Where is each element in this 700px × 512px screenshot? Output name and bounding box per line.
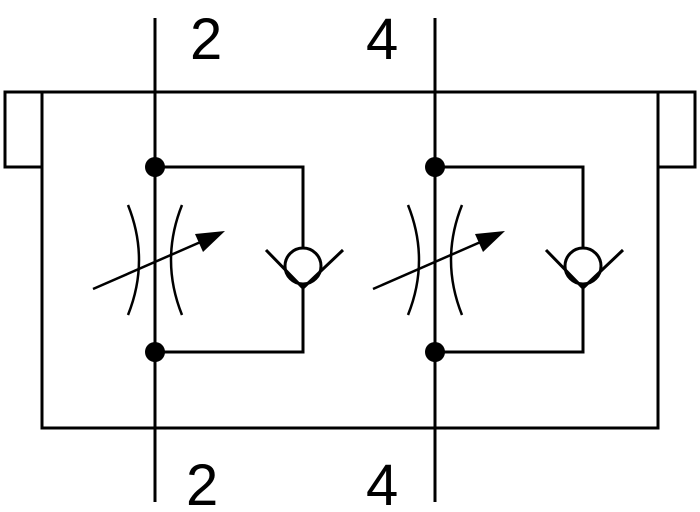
valve-body — [40, 90, 660, 430]
left-mounting-tab — [3, 90, 44, 169]
port-label-bottom-left: 2 — [186, 453, 218, 512]
adjustable-throttle-icon — [372, 204, 505, 316]
bypass-line-left — [155, 165, 305, 354]
right-mounting-tab — [656, 90, 697, 169]
flow-channel-left — [92, 18, 345, 502]
adjustable-throttle-icon — [92, 204, 225, 316]
port-label-top-left: 2 — [190, 7, 222, 72]
flow-channel-right — [372, 18, 625, 502]
check-valve-icon — [264, 246, 345, 291]
port-label-bottom-right: 4 — [366, 453, 398, 512]
check-valve-icon — [544, 246, 625, 291]
bypass-line-right — [435, 165, 585, 354]
port-label-top-right: 4 — [366, 7, 398, 72]
